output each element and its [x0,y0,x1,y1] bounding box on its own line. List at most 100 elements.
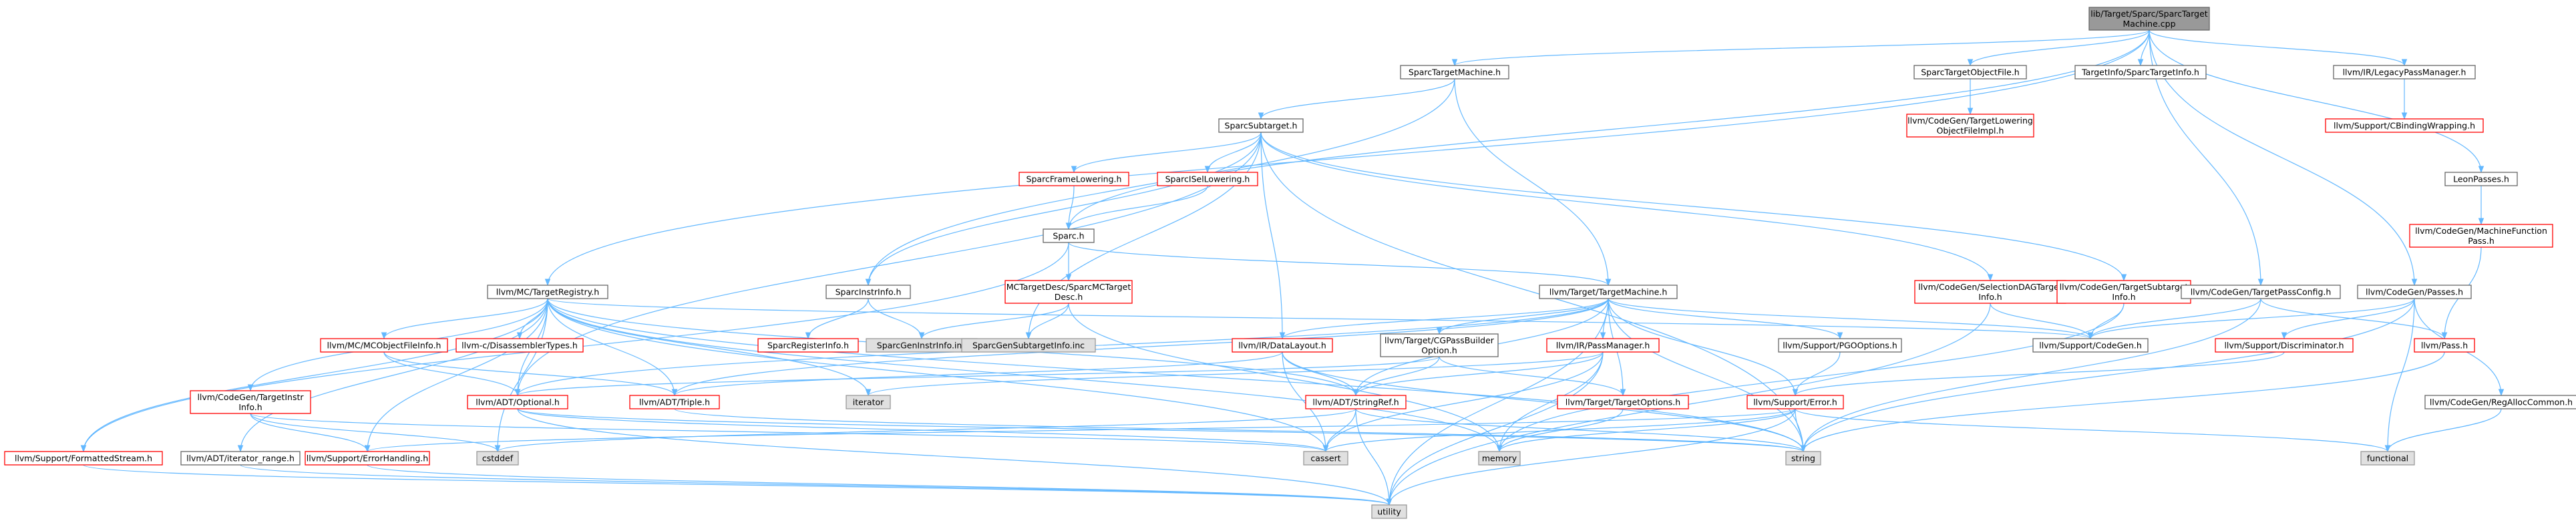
node-label: lib/Target/Sparc/SparcTarget [2090,9,2207,19]
node-sisl[interactable]: SparcISelLowering.h [1157,172,1258,186]
node-sri[interactable]: SparcRegisterInfo.h [757,338,859,353]
edge [1990,303,2094,340]
node-disas[interactable]: llvm-c/DisassemblerTypes.h [455,338,584,353]
node-tpc[interactable]: llvm/CodeGen/TargetPassConfig.h [2181,285,2341,299]
node-label: TargetInfo/SparcTargetInfo.h [2081,67,2199,77]
node-eh[interactable]: llvm/Support/ErrorHandling.h [305,451,430,466]
node-label: llvm/CodeGen/Passes.h [2366,287,2463,297]
edge-ttm-to-scg [1608,298,2094,340]
edge [1282,351,1807,453]
node-stof[interactable]: SparcTargetObjectFile.h [1913,65,2027,79]
node-dl[interactable]: llvm/IR/DataLayout.h [1232,338,1333,353]
node-lpm[interactable]: llvm/IR/LegacyPassManager.h [2333,65,2476,79]
node-cassert[interactable]: cassert [1303,451,1348,466]
node-fstream[interactable]: llvm/Support/FormattedStream.h [4,451,163,466]
node-tisti[interactable]: TargetInfo/SparcTargetInfo.h [2074,65,2207,79]
edge [1496,408,1796,453]
node-box [1778,338,1902,353]
edge [365,408,1796,453]
node-label: Desc.h [1055,292,1083,302]
edge [83,464,1392,506]
edge-pass-to-string [1800,351,2445,453]
node-sgsi[interactable]: SparcGenSubtargetInfo.inc [961,338,1096,353]
node-label: utility [1377,507,1401,517]
node-cstddef[interactable]: cstddef [476,451,519,466]
edge-sref-to-string [1355,408,1807,453]
node-sgii[interactable]: SparcGenInstrInfo.inc [866,338,978,353]
edge-stm-to-ttm [1454,78,1612,287]
node-disc[interactable]: llvm/Support/Discriminator.h [2215,338,2354,353]
node-root[interactable]: lib/Target/Sparc/SparcTargetMachine.cpp [2088,7,2210,31]
edge [671,298,1609,397]
edge [1260,132,2127,282]
node-mctr[interactable]: llvm/MC/TargetRegistry.h [487,285,608,299]
edge [1352,351,1604,397]
edge [1352,356,1440,397]
node-pass[interactable]: llvm/Pass.h [2414,338,2475,353]
edge-ss-to-opt [514,132,1262,397]
node-sfl[interactable]: SparcFrameLowering.h [1019,172,1129,186]
node-utility[interactable]: utility [1371,504,1407,519]
node-topt[interactable]: llvm/Target/TargetOptions.h [1557,395,1689,409]
node-label: llvm/Support/PGOOptions.h [1783,341,1897,351]
edge [1436,298,1609,335]
node-functional[interactable]: functional [2360,451,2415,466]
edge-dl-to-sref [1282,351,1359,397]
node-label: Machine.cpp [2123,19,2175,29]
node-cbw[interactable]: llvm/Support/CBindingWrapping.h [2325,118,2484,133]
node-leon[interactable]: LeonPasses.h [2444,172,2518,186]
node-serr[interactable]: llvm/Support/Error.h [1746,395,1844,409]
edge [1386,408,1796,506]
edge-ctii-to-cassert [250,413,1328,453]
edge-mctr-to-irange [237,298,548,453]
node-label: llvm/Support/CBindingWrapping.h [2334,121,2475,131]
node-irange[interactable]: llvm/ADT/iterator_range.h [180,451,301,466]
node-cgp[interactable]: llvm/CodeGen/Passes.h [2357,285,2472,299]
node-ss[interactable]: SparcSubtarget.h [1218,118,1304,133]
node-iter[interactable]: iterator [846,395,891,409]
edge-ss-to-sfl [1071,132,1262,174]
node-memory[interactable]: memory [1478,451,1521,466]
node-ctlo[interactable]: llvm/CodeGen/TargetLoweringObjectFileImp… [1906,114,2034,138]
node-stm[interactable]: SparcTargetMachine.h [1400,65,1509,79]
node-sref[interactable]: llvm/ADT/StringRef.h [1305,395,1407,409]
edge [1025,303,1069,340]
node-triple[interactable]: llvm/ADT/Triple.h [629,395,720,409]
node-sii[interactable]: SparcInstrInfo.h [825,285,911,299]
node-pgo[interactable]: llvm/Support/PGOOptions.h [1778,338,1902,353]
edge [2281,298,2415,340]
node-ttm[interactable]: llvm/Target/TargetMachine.h [1539,285,1678,299]
node-string[interactable]: string [1785,451,1821,466]
node-label: Info.h [1978,292,2002,302]
node-scg[interactable]: llvm/Support/CodeGen.h [2032,338,2149,353]
node-label: Info.h [238,402,262,412]
edge-ctii-to-cstddef [250,413,501,453]
node-box [1371,504,1407,519]
edge-root-to-lpm [2149,29,2408,67]
node-opt[interactable]: llvm/ADT/Optional.h [467,395,568,409]
node-label: SparcSubtarget.h [1225,121,1298,131]
node-label: llvm/MC/MCObjectFileInfo.h [327,341,441,351]
edge [1279,298,1609,340]
edge-ss-to-dl [1260,132,1286,340]
edge-mctr-to-cstddef [494,298,548,453]
node-pm[interactable]: llvm/IR/PassManager.h [1546,338,1660,353]
node-box [1305,395,1407,409]
node-rac[interactable]: llvm/CodeGen/RegAllocCommon.h [2424,395,2576,409]
node-box [1380,333,1499,357]
edge [80,298,548,453]
edge-pm-to-iter [866,351,1604,397]
node-mcofi[interactable]: llvm/MC/MCObjectFileInfo.h [320,338,448,353]
node-sparch[interactable]: Sparc.h [1043,228,1095,243]
node-box [1400,65,1509,79]
node-box [1906,114,2034,138]
node-box [2444,172,2518,186]
node-label: Info.h [2112,292,2135,302]
